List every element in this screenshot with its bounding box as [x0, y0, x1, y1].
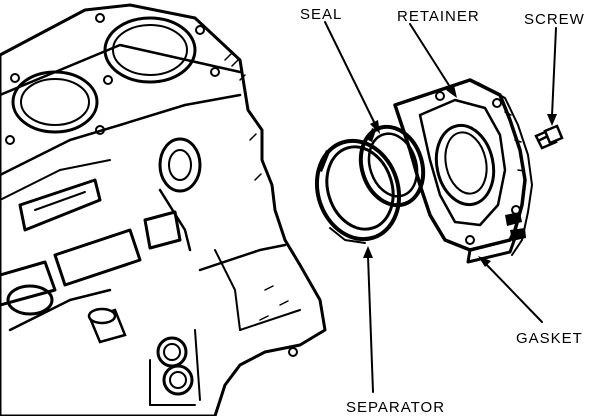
label-seal: SEAL — [300, 6, 342, 23]
separator-ring — [314, 138, 402, 244]
dowel-pin — [87, 307, 127, 344]
label-retainer: RETAINER — [397, 8, 480, 25]
leader-seal — [324, 21, 380, 134]
engine-block — [0, 3, 327, 416]
label-gasket: GASKET — [516, 330, 583, 347]
gasket — [477, 82, 533, 256]
leader-gasket — [478, 256, 543, 323]
leader-separator — [363, 246, 374, 393]
leader-screw — [547, 27, 557, 126]
screw — [534, 124, 564, 150]
retainer-plate — [393, 78, 527, 264]
label-separator: SEPARATOR — [346, 399, 445, 416]
label-screw: SCREW — [524, 11, 585, 28]
leader-retainer — [409, 23, 457, 98]
seal-ring — [358, 124, 426, 208]
